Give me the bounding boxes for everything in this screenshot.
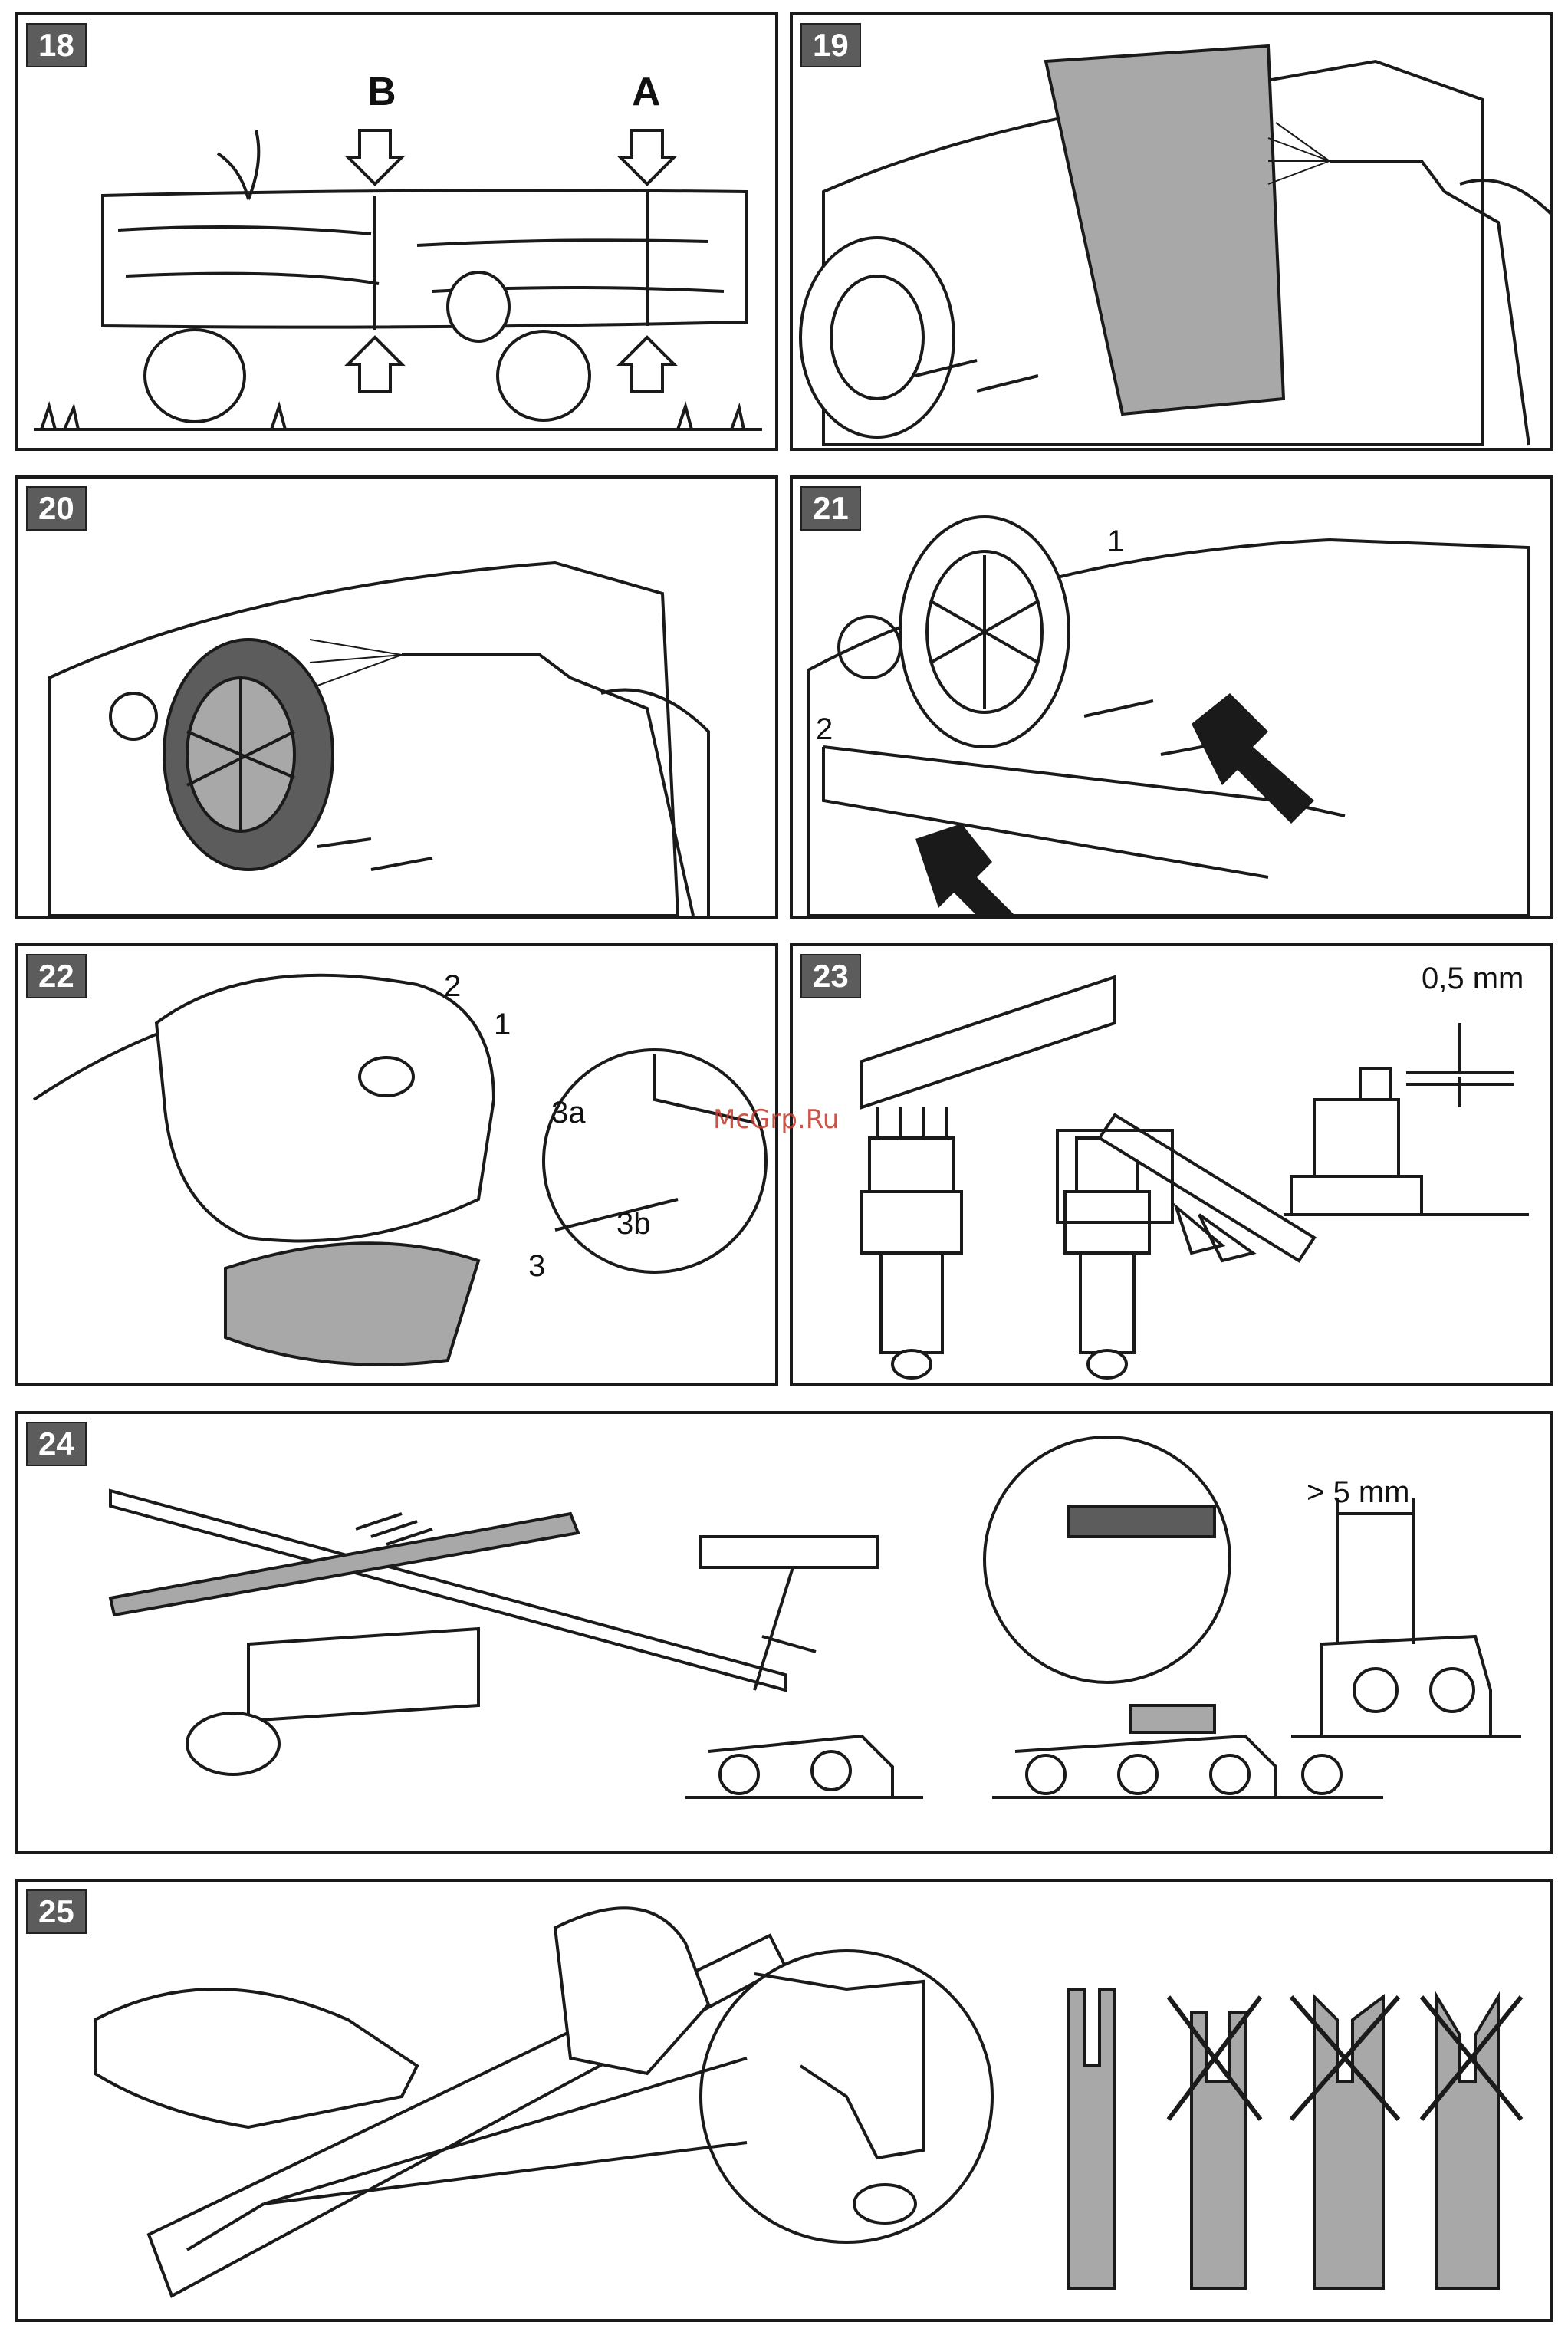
callout-3a: 3a [551,1096,586,1130]
panel-number: 25 [26,1889,87,1934]
panel-number: 19 [800,23,861,67]
spark-plug-illustration [793,946,1553,1386]
log-cutting-illustration [18,15,778,451]
cut-label-b: B [367,69,396,115]
panel-number: 22 [26,954,87,998]
panel-24: 24 > 5 mm [15,1411,1553,1854]
callout-1: 1 [1107,525,1124,559]
panel-21: 21 1 2 [790,475,1553,919]
oil-port-illustration [793,479,1553,919]
sprocket-cleaning-illustration [18,479,778,919]
air-filter-cover-illustration [18,946,778,1386]
panel-number: 23 [800,954,861,998]
air-filter-cleaning-illustration [793,15,1553,451]
watermark: McGrp.Ru [713,1104,839,1135]
guide-bar-dressing-illustration [18,1882,1553,2322]
callout-3b: 3b [616,1207,651,1241]
gap-measurement-label: 0,5 mm [1422,962,1524,996]
panel-23: 23 0,5 mm [790,943,1553,1386]
callout-2: 2 [816,712,833,747]
panel-22: 22 2 1 3a 3b 3 [15,943,778,1386]
panel-25: 25 [15,1879,1553,2322]
cut-label-a: A [632,69,661,115]
panel-number: 24 [26,1422,87,1466]
panel-20: 20 [15,475,778,919]
depth-gauge-label: > 5 mm [1307,1475,1409,1510]
panel-number: 20 [26,486,87,531]
panel-number: 18 [26,23,87,67]
callout-3: 3 [528,1249,545,1284]
callout-2: 2 [444,969,461,1004]
panel-19: 19 [790,12,1553,451]
panel-18: 18 B A [15,12,778,451]
callout-1: 1 [494,1008,511,1042]
panel-number: 21 [800,486,861,531]
